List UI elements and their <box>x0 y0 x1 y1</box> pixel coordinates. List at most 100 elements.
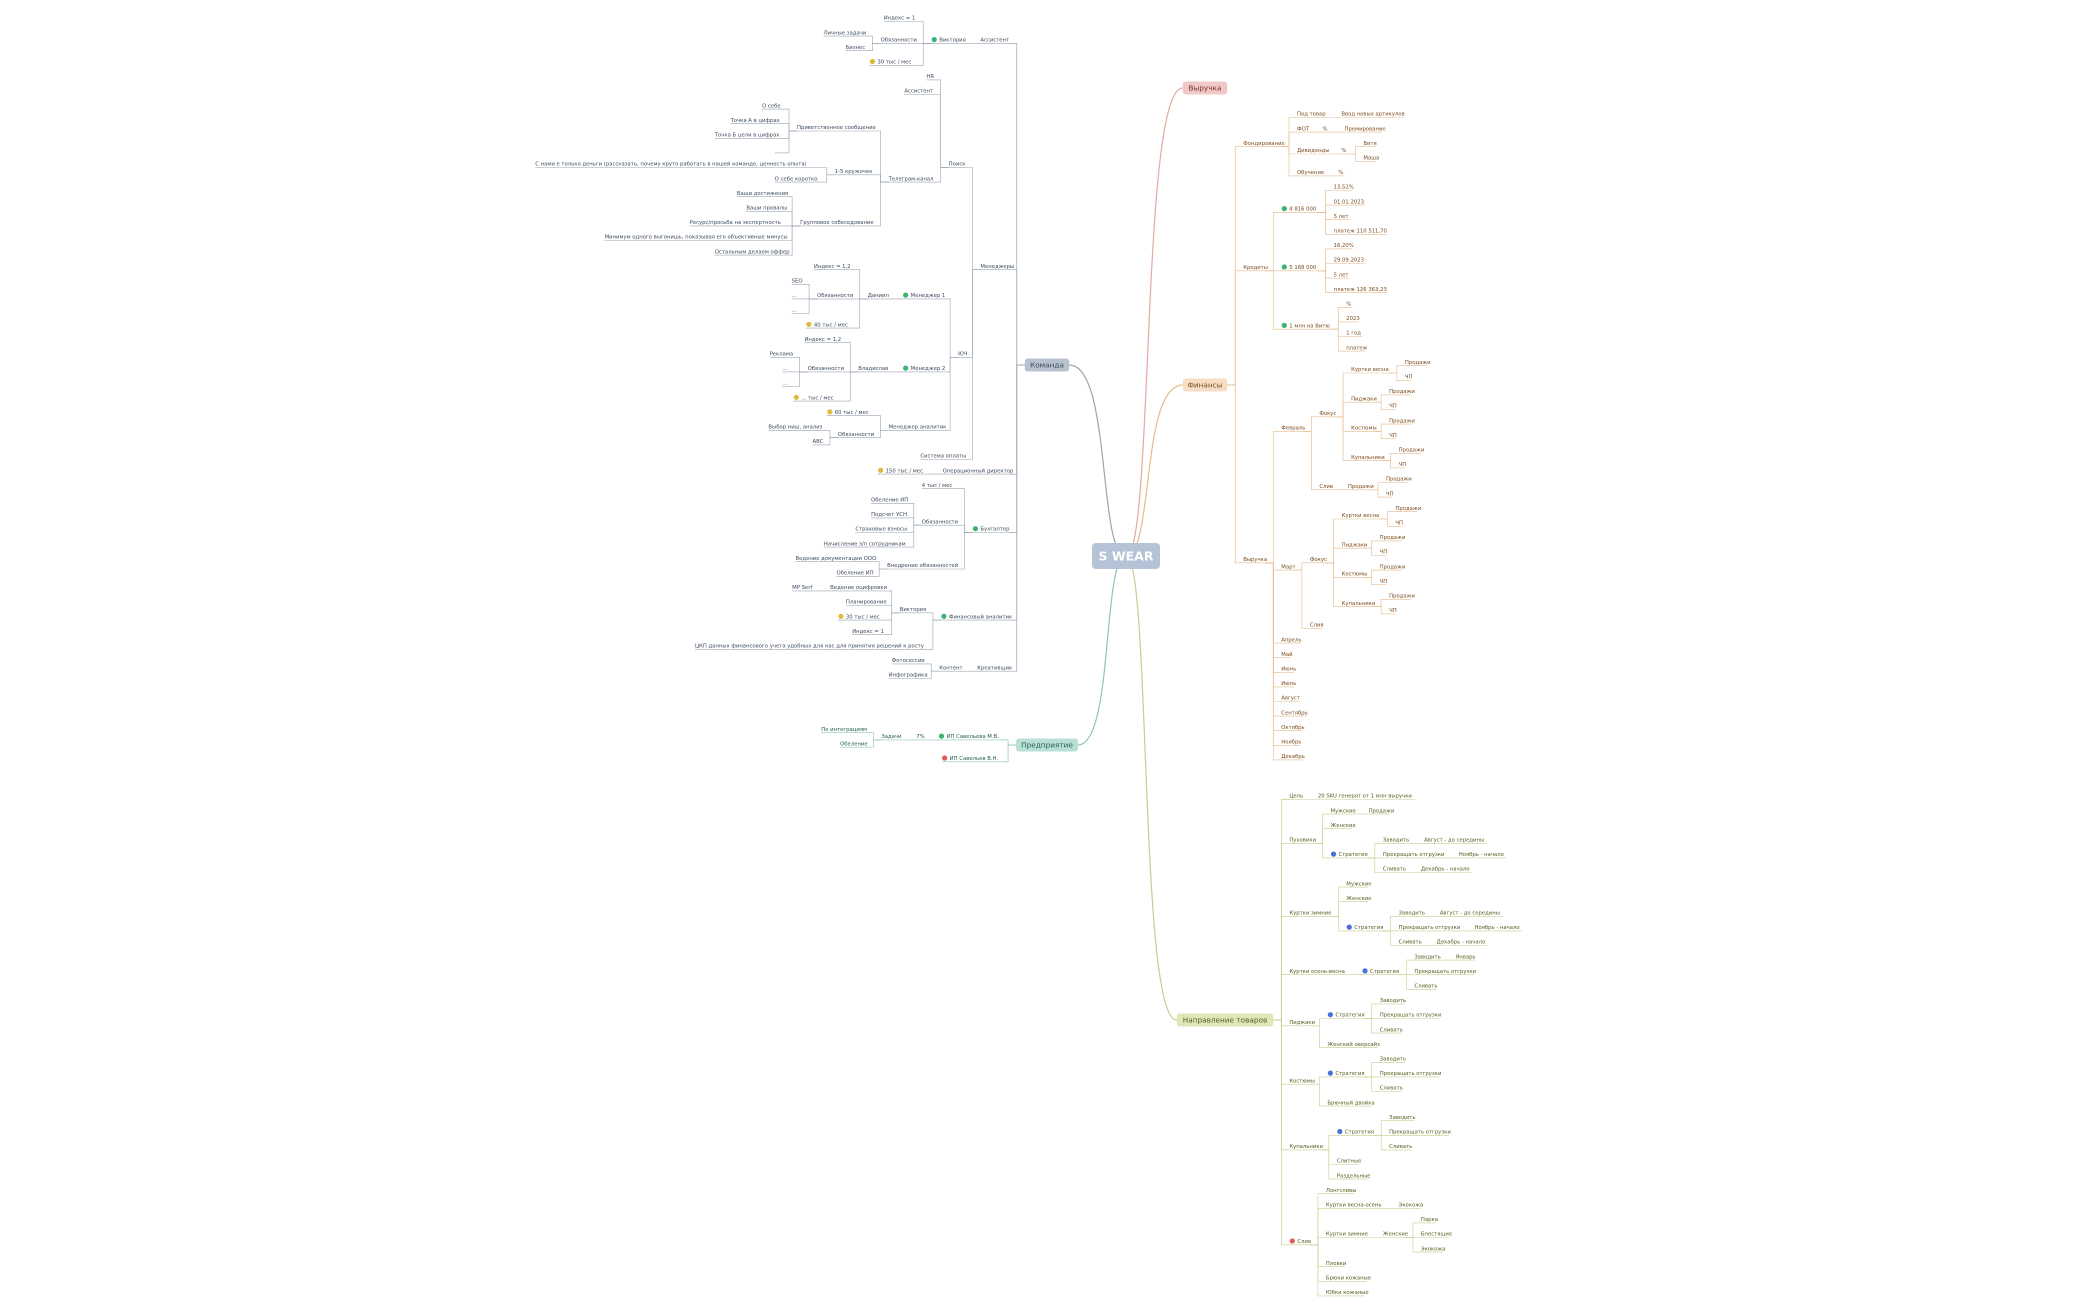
node-пиджаки[interactable]: Пиджаки <box>1341 542 1368 549</box>
branch-предприятие[interactable]: Предприятие <box>1016 738 1078 752</box>
node-4-тыс-мес[interactable]: 4 тыс / мес <box>921 483 957 490</box>
node-блестящие[interactable]: Блестящие <box>1420 1232 1452 1238</box>
node-страховые-взносы[interactable]: Страховые взносы <box>855 527 907 533</box>
node-чп[interactable]: ЧП <box>1389 608 1397 615</box>
node-август-до-середины[interactable]: Август - до середины <box>1439 911 1503 917</box>
node-индекс-1-2[interactable]: Индекс = 1,2 <box>813 264 852 271</box>
node-платеж-126-363-23[interactable]: платеж 126 363,23 <box>1333 287 1388 294</box>
node-февраль[interactable]: Февраль <box>1281 426 1305 432</box>
node-стратегия[interactable]: Стратегия <box>1327 1012 1365 1019</box>
node-юч[interactable]: ЮЧ <box>958 352 968 358</box>
node-точка-а-в-цифрах[interactable]: Точка А в цифрах <box>730 118 781 124</box>
node-item[interactable]: % <box>1322 126 1329 133</box>
node-чп[interactable]: ЧП <box>1385 491 1394 498</box>
node-заводить[interactable]: Заводить <box>1414 954 1441 961</box>
node-подсчет-усн[interactable]: Подсчет УСН <box>871 512 907 519</box>
node-костюмы[interactable]: Костюмы <box>1341 572 1368 578</box>
node-контент[interactable]: Контент <box>939 665 963 672</box>
node-прекращать-отгрузки[interactable]: Прекращать отгрузки <box>1379 1071 1442 1078</box>
node-купальники[interactable]: Купальники <box>1341 601 1376 607</box>
node-ввод-новых-артикулов[interactable]: Ввод новых артикулов <box>1341 112 1405 118</box>
node-бизнес[interactable]: Бизнес <box>845 45 866 52</box>
node-ресурс-просьба-на-экспертность[interactable]: Ресурс/просьба на экспертность <box>689 220 785 227</box>
node-витя[interactable]: Витя <box>1363 141 1377 147</box>
node-задачи[interactable]: Задачи <box>881 734 901 741</box>
node-женские[interactable]: Женские <box>1382 1232 1408 1238</box>
node-куртки-зимние[interactable]: Куртки зимние <box>1289 911 1331 917</box>
node-заводить[interactable]: Заводить <box>1398 911 1425 917</box>
node-13-52[interactable]: 13,52% <box>1333 185 1354 191</box>
node-4-816-000[interactable]: 4 816 000 <box>1281 206 1318 213</box>
node-о-себе[interactable]: О себе <box>762 103 781 110</box>
node-пиджаки[interactable]: Пиджаки <box>1289 1020 1315 1027</box>
node-сливать[interactable]: Сливать <box>1379 1086 1403 1092</box>
node-чп[interactable]: ЧП <box>1379 579 1388 586</box>
node-личные-задачи[interactable]: Личные задачи <box>823 30 867 37</box>
node-маша[interactable]: Маша <box>1363 156 1379 162</box>
node-экокожа[interactable]: Экокожа <box>1398 1203 1424 1209</box>
node-item[interactable]: ... <box>791 308 802 314</box>
node-обязанности[interactable]: Обязанности <box>880 38 917 44</box>
node-минимум-одного-выгонишь-показывая-его-объективные-минусы[interactable]: Минимум одного выгонишь, показывая его о… <box>604 235 788 241</box>
node-по-интеграциям[interactable]: По интеграциям <box>821 727 867 733</box>
node-5-лет[interactable]: 5 лет <box>1333 214 1350 220</box>
node-брючный-двойка[interactable]: Брючный двойка <box>1327 1099 1375 1107</box>
node-продажи[interactable]: Продажи <box>1379 564 1406 571</box>
node-60-тыс-мес[interactable]: 60 тыс / мес <box>826 409 873 417</box>
node-раздельные[interactable]: Раздельные <box>1336 1173 1371 1180</box>
node-мужские[interactable]: Мужские <box>1330 808 1356 815</box>
node-01-01-2023[interactable]: 01.01.2023 <box>1333 199 1366 206</box>
node-обязанности[interactable]: Обязанности <box>921 519 958 526</box>
node-стратегия[interactable]: Стратегия <box>1346 924 1383 932</box>
node-продажи[interactable]: Продажи <box>1398 448 1425 454</box>
node-платеж-110-511-70[interactable]: платеж 110 511,70 <box>1333 229 1388 235</box>
node-сливать[interactable]: Сливать <box>1389 1144 1412 1151</box>
node-купальники[interactable]: Купальники <box>1351 455 1385 461</box>
node-чп[interactable]: ЧП <box>1389 404 1397 410</box>
node-прекращать-отгрузки[interactable]: Прекращать отгрузки <box>1389 1130 1451 1136</box>
node-май[interactable]: Май <box>1281 651 1293 659</box>
node-ведение-оцифровки[interactable]: Ведение оцифровки <box>830 585 887 592</box>
node-прекращать-отгрузки[interactable]: Прекращать отгрузки <box>1379 1013 1442 1019</box>
node-фокус[interactable]: Фокус <box>1319 411 1336 418</box>
node-куртки-весна[interactable]: Куртки весна <box>1351 367 1389 374</box>
node-стратегия[interactable]: Стратегия <box>1336 1128 1374 1136</box>
node-чп[interactable]: ЧП <box>1379 550 1388 556</box>
node-продажи[interactable]: Продажи <box>1347 484 1374 491</box>
node-чп[interactable]: ЧП <box>1395 521 1403 527</box>
node-ведение-документации-ооо[interactable]: Ведение документации ООО <box>795 556 877 563</box>
node-фокус[interactable]: Фокус <box>1309 557 1327 564</box>
node-1-год[interactable]: 1 год <box>1346 331 1362 337</box>
node-продажи[interactable]: Продажи <box>1404 360 1431 367</box>
node-финансовый-аналитик[interactable]: Финансовый аналитик <box>940 613 1013 621</box>
node-20-sku-генерят-от-1-млн-выручки[interactable]: 20 SKU генерят от 1 млн выручки <box>1317 794 1416 800</box>
node-продажи[interactable]: Продажи <box>1389 418 1415 425</box>
node-прекращать-отгрузки[interactable]: Прекращать отгрузки <box>1414 969 1476 976</box>
node-продажи[interactable]: Продажи <box>1389 389 1415 396</box>
node-стратегия[interactable]: Стратегия <box>1330 851 1368 859</box>
node-дивиденды[interactable]: Дивиденды <box>1297 148 1329 155</box>
node-март[interactable]: Март <box>1281 564 1296 571</box>
node-куртки-весна-осень[interactable]: Куртки весна-осень <box>1325 1203 1383 1209</box>
node-цель[interactable]: Цель <box>1289 794 1303 800</box>
node-ваши-провалы[interactable]: Ваши провалы <box>746 206 787 212</box>
node-ассистент[interactable]: Ассистент <box>980 38 1009 44</box>
node-выбор-ниш-анализ[interactable]: Выбор ниш, анализ <box>768 425 823 431</box>
node-150-тыс-мес[interactable]: 150 тыс / мес <box>877 467 927 475</box>
node-продажи[interactable]: Продажи <box>1379 535 1406 542</box>
node-прекращать-отгрузки[interactable]: Прекращать отгрузки <box>1382 852 1445 859</box>
node-платеж[interactable]: платеж <box>1346 345 1368 352</box>
node-прекращать-отгрузки[interactable]: Прекращать отгрузки <box>1398 925 1461 932</box>
node-парка[interactable]: Парка <box>1420 1217 1438 1224</box>
node-виктория[interactable]: Виктория <box>931 37 966 44</box>
node-фот[interactable]: ФОТ <box>1297 126 1310 133</box>
node-инфографика[interactable]: Инфографика <box>888 673 928 679</box>
node-продажи[interactable]: Продажи <box>1389 594 1415 600</box>
node-женский-оверсайз[interactable]: Женский оверсайз <box>1327 1041 1380 1048</box>
node-с-нами-е-только-деньги-рассказать-почему-круто-работать-в-нашей-команде-ценность-опыта[interactable]: С нами е только деньги (рассказать, поче… <box>535 161 819 168</box>
node-август[interactable]: Август <box>1281 696 1301 702</box>
node-куртки-зимние[interactable]: Куртки зимние <box>1325 1232 1368 1238</box>
node-29-09-2023[interactable]: 29.09.2023 <box>1333 258 1366 264</box>
node-виктория[interactable]: Виктория <box>899 607 927 614</box>
node-обязанности[interactable]: Обязанности <box>807 366 844 373</box>
